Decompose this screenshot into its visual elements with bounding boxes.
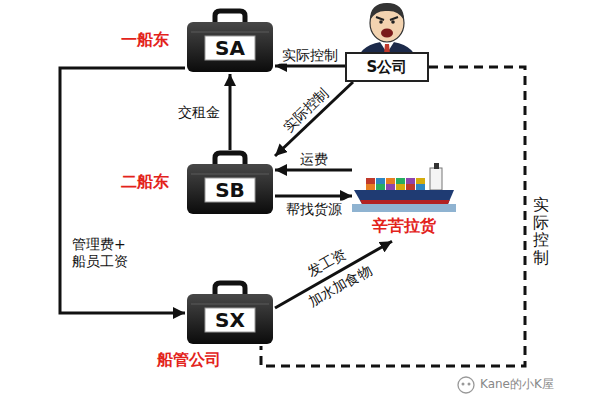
shouting-mouth — [381, 29, 393, 38]
company-name: S公司 — [347, 54, 427, 80]
container — [366, 178, 375, 184]
watermark-icon — [458, 377, 474, 393]
briefcase-label: SX — [185, 308, 275, 332]
icon-dot — [468, 383, 471, 386]
container — [416, 184, 425, 190]
icon-ring — [458, 377, 474, 393]
container — [416, 178, 425, 184]
edge-label: 管理费+ 船员工资 — [70, 236, 138, 270]
container — [386, 184, 395, 190]
edge-label: 运费 — [298, 151, 330, 168]
icon-dot — [462, 383, 465, 386]
eye — [391, 20, 395, 24]
head — [370, 4, 404, 42]
shipowner-briefcase: 二船东SB — [185, 150, 275, 216]
hull-stripe — [360, 200, 450, 204]
hull — [354, 190, 454, 204]
role-heading: 二船东 — [121, 172, 169, 191]
control-line — [261, 67, 525, 366]
container — [376, 178, 385, 184]
shipowner-briefcase: 一船东SA — [185, 8, 275, 74]
container — [406, 184, 415, 190]
container — [396, 178, 405, 184]
briefcase-seam — [191, 31, 269, 32]
briefcase-seam — [191, 303, 269, 304]
container — [406, 178, 415, 184]
container — [366, 184, 375, 190]
ship-picture — [352, 160, 456, 214]
edge-label: 帮找货源 — [284, 201, 344, 218]
flow-arrow — [229, 74, 232, 150]
flow-arrow — [275, 169, 352, 172]
bridge — [430, 168, 442, 190]
edge-label: 实际控制 — [533, 196, 549, 266]
edge-label: 实际控制 — [280, 47, 340, 64]
funnel — [434, 163, 439, 169]
role-heading: 一船东 — [121, 30, 169, 49]
role-heading: 船管公司 — [157, 350, 221, 369]
briefcase-label: SA — [185, 36, 275, 60]
angry-brows — [376, 17, 398, 20]
eye — [379, 20, 383, 24]
sea — [352, 204, 456, 212]
briefcase-label: SB — [185, 178, 275, 202]
container — [386, 178, 395, 184]
flow-arrow — [275, 65, 345, 68]
hair — [370, 3, 404, 20]
cargo-ship: 辛苦拉货 — [352, 160, 456, 241]
container — [376, 184, 385, 190]
ship-caption: 辛苦拉货 — [352, 216, 456, 235]
edge-label: 交租金 — [176, 104, 222, 121]
edge-label: 实际控制 — [278, 84, 333, 137]
flow-arrow — [275, 195, 352, 198]
company-sign: S公司 — [345, 52, 429, 82]
container — [396, 184, 405, 190]
manager-briefcase: SX船管公司 — [185, 280, 275, 346]
briefcase-seam — [191, 173, 269, 174]
watermark: Kane的小K屋 — [478, 377, 556, 391]
flow-arrow — [275, 82, 353, 156]
flow-arrow — [60, 68, 185, 313]
